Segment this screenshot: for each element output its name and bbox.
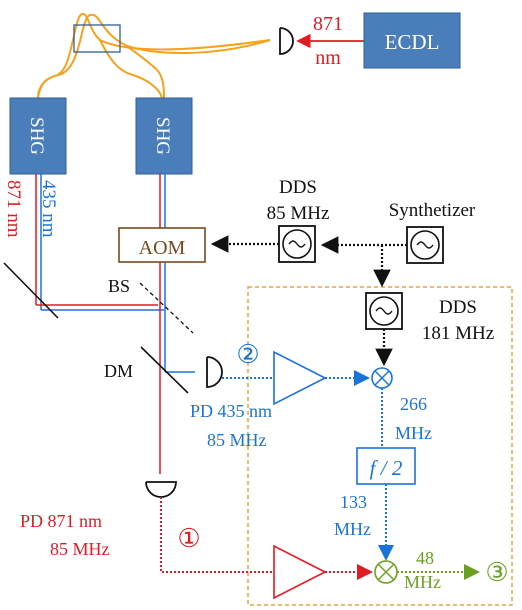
- marker-2: ②: [236, 340, 259, 369]
- ecdl-box: [363, 12, 461, 69]
- divider-label: f / 2: [370, 456, 403, 480]
- synth-block: [406, 226, 444, 264]
- wl-blue-label: 435 nm: [38, 180, 59, 238]
- left-beams: [35, 174, 164, 311]
- pd871-signal: [160, 497, 274, 573]
- shg-right-label: SHG: [152, 117, 173, 155]
- aom-label: AOM: [139, 237, 186, 259]
- beam-splitter: [139, 282, 194, 334]
- divider-out-unit: MHz: [334, 519, 371, 539]
- dds1-label-line2: 85 MHz: [267, 203, 330, 224]
- dds2-block: [365, 292, 403, 330]
- wl-red-label: 871 nm: [3, 180, 24, 238]
- pd435-label-line2: 85 MHz: [207, 430, 267, 450]
- amplifier-871: [273, 544, 327, 600]
- dm-label: DM: [104, 361, 133, 381]
- mirror-left: [3, 262, 59, 319]
- divider-box: [356, 447, 416, 485]
- mixer-2: [374, 560, 398, 584]
- pd871-detector: [145, 481, 177, 498]
- shg-right-box: [135, 97, 193, 175]
- aom-box: [118, 227, 206, 263]
- right-beams: [159, 174, 195, 474]
- marker-1: ①: [177, 524, 200, 553]
- mixer1-out-unit: MHz: [395, 423, 432, 443]
- mixer1-out-num: 266: [400, 394, 427, 414]
- fiber-collimator: [279, 27, 294, 55]
- shg-left-label: SHG: [26, 117, 47, 155]
- divider-out-num: 133: [340, 492, 367, 512]
- fiber-coupler: [73, 24, 121, 53]
- optical-fiber: [37, 12, 271, 99]
- dds1-block: [278, 225, 316, 263]
- amplifier-435: [273, 350, 327, 406]
- ecdl-wavelength-unit: nm: [315, 47, 341, 69]
- dds2-label-line2: 181 MHz: [422, 323, 494, 344]
- pd871-label-line1: PD 871 nm: [20, 511, 102, 531]
- dds2-label-line1: DDS: [439, 297, 477, 318]
- dds1-label-line1: DDS: [279, 177, 317, 198]
- ecdl-label: ECDL: [385, 30, 440, 54]
- marker-3: ③: [485, 558, 508, 587]
- beat-unit: MHz: [404, 572, 441, 592]
- mixer-1: [371, 367, 393, 389]
- bs-label: BS: [108, 276, 130, 296]
- dichroic-mirror: [140, 346, 189, 394]
- pd435-label-line1: PD 435 nm: [190, 401, 272, 421]
- pd871-label-line2: 85 MHz: [50, 539, 110, 559]
- beat-num: 48: [416, 548, 434, 568]
- synth-label: Synthetizer: [389, 200, 476, 221]
- shg-left-box: [9, 97, 67, 175]
- pd435-detector: [206, 356, 223, 388]
- ecdl-wavelength-num: 871: [313, 13, 343, 35]
- electronics-frame: [247, 286, 513, 606]
